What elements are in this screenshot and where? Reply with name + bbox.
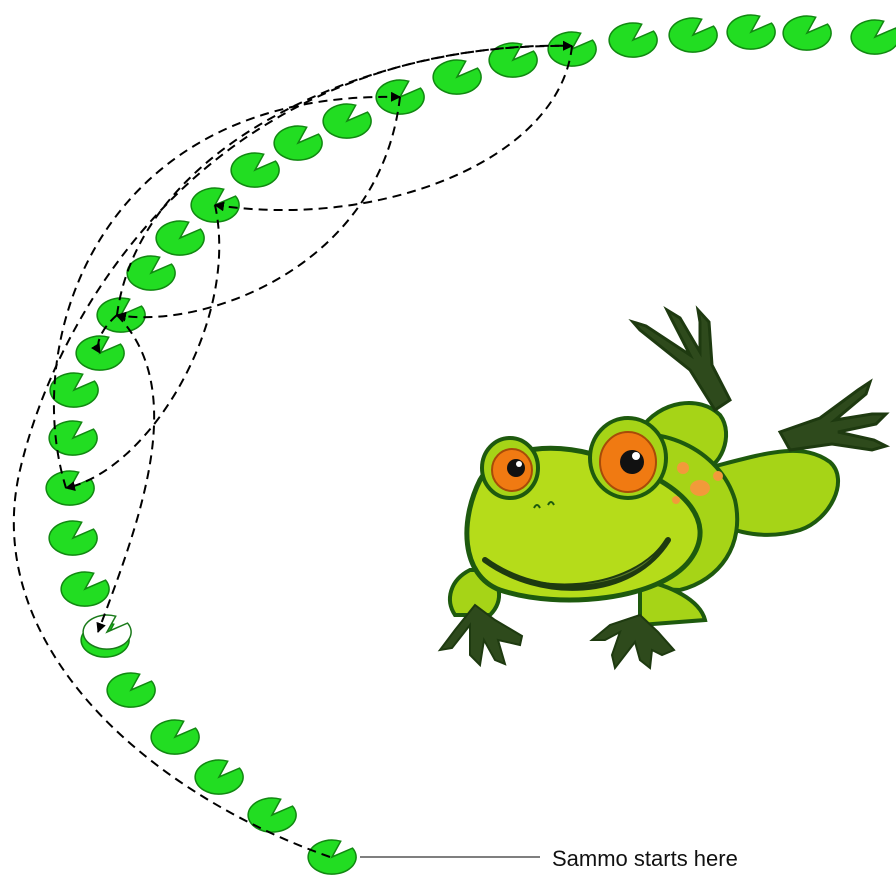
lily-pad-path [46, 15, 896, 874]
lily-pad-icon [727, 15, 775, 49]
lily-pad-icon [669, 18, 717, 52]
lily-pad-icon [46, 471, 94, 505]
lily-pad-icon [783, 16, 831, 50]
lily-pad-icon [76, 336, 124, 370]
lily-pad-icon [433, 60, 481, 94]
lily-pad-icon [50, 373, 98, 407]
lily-pad-icon [151, 720, 199, 754]
right-eye-icon [590, 418, 666, 498]
lily-pad-icon [851, 20, 896, 54]
lily-pad-icon [231, 153, 279, 187]
lily-pad-icon [127, 256, 175, 290]
lily-pad-icon [323, 104, 371, 138]
lily-pad-icon [107, 673, 155, 707]
jump-arrow-7 [117, 46, 572, 315]
lily-pad-icon [248, 798, 296, 832]
lily-pad-icon [156, 221, 204, 255]
frog-icon [440, 310, 886, 668]
jump-arrow-4 [54, 97, 400, 488]
left-eye-icon [482, 438, 538, 498]
start-label: Sammo starts here [552, 846, 738, 872]
lily-pad-icon [195, 760, 243, 794]
lily-pad-icon [609, 23, 657, 57]
empty-lily-pad-icon [83, 615, 131, 649]
lily-pad-icon [274, 126, 322, 160]
lily-pad-icon [61, 572, 109, 606]
lily-pad-icon [49, 521, 97, 555]
lily-pad-icon [308, 840, 356, 874]
